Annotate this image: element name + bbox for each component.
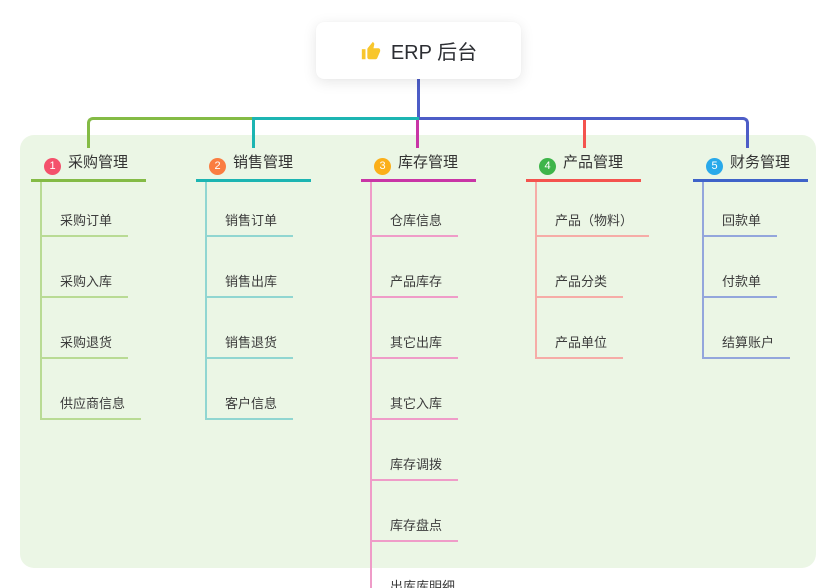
branch-5-label: 财务管理 [730, 154, 791, 171]
mindmap-node[interactable]: 仓库信息 [372, 182, 459, 237]
mindmap-background-panel [20, 135, 816, 568]
mindmap-node[interactable]: 供应商信息 [42, 359, 142, 420]
mindmap-node-label: 供应商信息 [60, 396, 126, 411]
branch-1-children: 采购订单采购入库采购退货供应商信息 [40, 182, 146, 420]
branch-4: 4 产品管理产品（物料） 产品分类产品单位 [526, 152, 650, 359]
mindmap-node-label: 销售订单 [225, 213, 278, 228]
mindmap-node[interactable]: 销售退货 [207, 298, 294, 359]
mindmap-node-label: 采购订单 [60, 213, 113, 228]
branch-4-children: 产品（物料） 产品分类产品单位 [535, 182, 650, 359]
mindmap-node[interactable]: 付款单 [704, 237, 778, 298]
branch-2-label: 销售管理 [233, 154, 294, 171]
mindmap-node-label: 付款单 [722, 274, 762, 289]
mindmap-node-label: 库存盘点 [390, 518, 443, 533]
mindmap-node-label: 客户信息 [225, 396, 278, 411]
branch-5-children: 回款单付款单结算账户 [702, 182, 808, 359]
mindmap-node-label: 产品（物料） [555, 213, 634, 228]
connector-root-line [417, 79, 420, 120]
branch-3-title-node[interactable]: 3 库存管理 [361, 152, 477, 182]
mindmap-node-label: 结算账户 [722, 335, 775, 350]
branch-1: 1 采购管理采购订单采购入库采购退货供应商信息 [31, 152, 147, 420]
mindmap-node[interactable]: 采购退货 [42, 298, 129, 359]
branch-2-children: 销售订单销售出库销售退货客户信息 [205, 182, 311, 420]
mindmap-node[interactable]: 其它出库 [372, 298, 459, 359]
branch-2-number-badge: 2 [209, 158, 226, 175]
mindmap-node[interactable]: 采购入库 [42, 237, 129, 298]
branch-5: 5 财务管理回款单付款单结算账户 [693, 152, 809, 359]
mindmap-node-label: 回款单 [722, 213, 762, 228]
connector-branch5-line [419, 117, 749, 148]
connector-branch3-stub [416, 120, 419, 148]
mindmap-node[interactable]: 产品库存 [372, 237, 459, 298]
mindmap-node[interactable]: 出库库明细 [372, 542, 471, 588]
branch-3-number-badge: 3 [374, 158, 391, 175]
branch-4-title-node[interactable]: 4 产品管理 [526, 152, 642, 182]
mindmap-node[interactable]: 产品分类 [537, 237, 624, 298]
connector-branch1-line [87, 117, 254, 148]
branch-1-title-node[interactable]: 1 采购管理 [31, 152, 147, 182]
mindmap-node[interactable]: 采购订单 [42, 182, 129, 237]
mindmap-node-label: 仓库信息 [390, 213, 443, 228]
branch-4-label: 产品管理 [563, 154, 624, 171]
mindmap-node-label: 产品库存 [390, 274, 443, 289]
mindmap-node[interactable]: 产品（物料） [537, 182, 650, 237]
connector-branch4-stub [583, 120, 586, 148]
branch-1-number-badge: 1 [44, 158, 61, 175]
connector-branch2-line [252, 117, 419, 148]
branch-2-title-node[interactable]: 2 销售管理 [196, 152, 312, 182]
branch-3-label: 库存管理 [398, 154, 459, 171]
root-node-label: ERP 后台 [390, 42, 478, 64]
mindmap-node[interactable]: 产品单位 [537, 298, 624, 359]
thumbs-up-icon [360, 40, 382, 62]
mindmap-node[interactable]: 销售出库 [207, 237, 294, 298]
branch-3: 3 库存管理仓库信息产品库存其它出库其它入库库存调拨库存盘点出库库明细 [361, 152, 477, 588]
branch-2: 2 销售管理销售订单销售出库销售退货客户信息 [196, 152, 312, 420]
mindmap-node[interactable]: 库存盘点 [372, 481, 459, 542]
branch-3-children: 仓库信息产品库存其它出库其它入库库存调拨库存盘点出库库明细 [370, 182, 476, 588]
mindmap-node-label: 其它出库 [390, 335, 443, 350]
mindmap-node-label: 库存调拨 [390, 457, 443, 472]
mindmap-node-label: 产品单位 [555, 335, 608, 350]
root-node[interactable]: ERP 后台 [316, 22, 521, 79]
branch-4-number-badge: 4 [539, 158, 556, 175]
branch-1-label: 采购管理 [68, 154, 129, 171]
mindmap-node-label: 采购退货 [60, 335, 113, 350]
mindmap-node-label: 其它入库 [390, 396, 443, 411]
mindmap-node-label: 产品分类 [555, 274, 608, 289]
mindmap-node-label: 采购入库 [60, 274, 113, 289]
mindmap-node[interactable]: 回款单 [704, 182, 778, 237]
mindmap-node[interactable]: 结算账户 [704, 298, 791, 359]
branch-5-number-badge: 5 [706, 158, 723, 175]
mindmap-node-label: 出库库明细 [390, 579, 456, 588]
mindmap-node[interactable]: 库存调拨 [372, 420, 459, 481]
branch-5-title-node[interactable]: 5 财务管理 [693, 152, 809, 182]
mindmap-node[interactable]: 客户信息 [207, 359, 294, 420]
mindmap-node-label: 销售出库 [225, 274, 278, 289]
mindmap-node-label: 销售退货 [225, 335, 278, 350]
mindmap-node[interactable]: 销售订单 [207, 182, 294, 237]
mindmap-node[interactable]: 其它入库 [372, 359, 459, 420]
